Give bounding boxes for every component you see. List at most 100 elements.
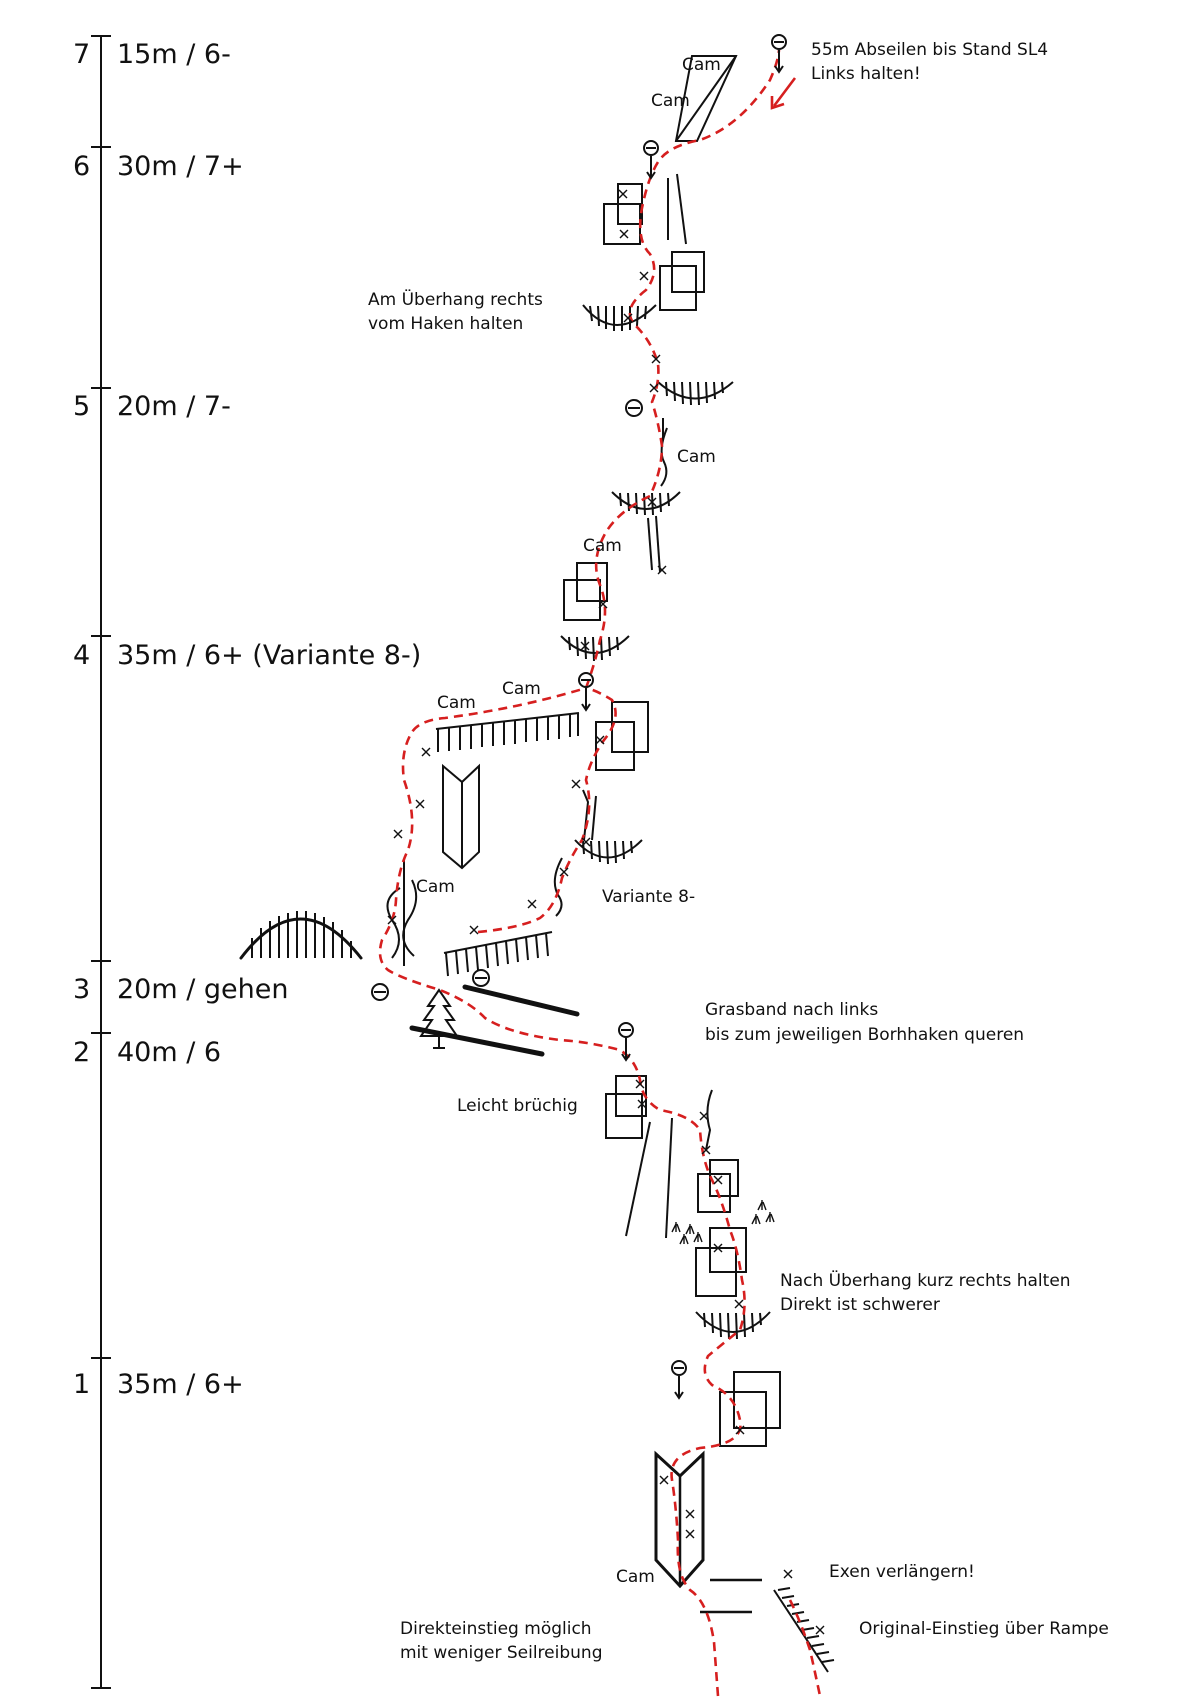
pitch-7-label: 15m / 6-: [117, 39, 231, 70]
bolt-icon: [623, 313, 633, 323]
pitch-7-number: 7: [73, 39, 90, 70]
bolt-icon: [635, 1079, 645, 1089]
pitch-4-label: 35m / 6+ (Variante 8-): [117, 640, 421, 671]
pitch-2-label: 40m / 6: [117, 1037, 221, 1068]
bolt-icon: [815, 1625, 825, 1635]
block-feature: [709, 1159, 739, 1197]
belay-station-icon: [578, 672, 594, 712]
block-feature: [671, 251, 705, 293]
bolt-icon: [571, 779, 581, 789]
overhang-note-line2: vom Haken halten: [368, 314, 523, 334]
belay-station-icon: [671, 1360, 687, 1400]
ramp-feature: [674, 55, 738, 142]
bolt-icon: [639, 271, 649, 281]
cam-label: Cam: [677, 447, 716, 467]
cam-label: Cam: [616, 1567, 655, 1587]
pitch-4-number: 4: [73, 640, 90, 671]
block-feature: [733, 1371, 781, 1429]
route-main: [378, 686, 746, 1697]
grass-icon: [671, 1200, 775, 1245]
cam-label: Cam: [651, 91, 690, 111]
block-feature: [611, 701, 649, 753]
bolt-icon: [685, 1529, 695, 1539]
pitch-5-number: 5: [73, 391, 90, 422]
bolt-icon: [598, 599, 608, 609]
direkteinstieg-note-line1: Direkteinstieg möglich: [400, 1619, 592, 1639]
bolt-icon: [637, 1099, 647, 1109]
cam-label: Cam: [682, 55, 721, 75]
route-variant: [477, 686, 617, 934]
tree-icon: [419, 988, 459, 1049]
abseil-note-line1: 55m Abseilen bis Stand SL4: [811, 40, 1048, 60]
overhang-note-line1: Am Überhang rechts: [368, 288, 543, 310]
bolt-icon: [734, 1299, 744, 1309]
pitch-scale: 7 15m / 6- 6 30m / 7+ 5 20m / 7- 4 35m /…: [73, 35, 421, 1689]
grasband-note-line1: Grasband nach links: [705, 1000, 878, 1020]
cam-label: Cam: [437, 693, 476, 713]
block-feature: [697, 1173, 731, 1213]
bolt-icon: [415, 799, 425, 809]
overhang-icon: [657, 381, 734, 400]
nach-ueberhang-note-line2: Direkt ist schwerer: [780, 1295, 940, 1315]
bolt-icon: [699, 1111, 709, 1121]
exen-note: Exen verlängern!: [829, 1562, 975, 1582]
roof-hatch: [437, 713, 579, 752]
cam-label: Cam: [416, 877, 455, 897]
belay-station-icon: [472, 969, 490, 987]
overhang-icon: [695, 1311, 771, 1333]
crack-icon: [582, 789, 590, 841]
block-feature: [719, 1391, 767, 1447]
bolt-icon: [659, 1475, 669, 1485]
ramp-inner-edge: [675, 55, 737, 142]
belay-station-icon: [625, 399, 643, 417]
pitch-6-number: 6: [73, 151, 90, 182]
bolt-icon: [713, 1243, 723, 1253]
pitch-1-label: 35m / 6+: [117, 1369, 244, 1400]
belay-station-icon: [771, 34, 787, 74]
bolt-icon: [559, 867, 569, 877]
nach-ueberhang-note-line1: Nach Überhang kurz rechts halten: [780, 1269, 1071, 1291]
block-feature: [659, 265, 697, 311]
bolt-icon: [595, 735, 605, 745]
bruechig-note: Leicht brüchig: [457, 1096, 578, 1116]
bolt-icon: [581, 837, 591, 847]
block-feature: [576, 562, 608, 602]
belay-stations: [371, 34, 787, 1400]
bolt-icon: [618, 189, 628, 199]
bolts: [387, 189, 825, 1635]
bolt-icon: [469, 925, 479, 935]
crack-icon: [676, 173, 687, 245]
abseil-note-line2: Links halten!: [811, 64, 921, 84]
bolt-icon: [651, 354, 661, 364]
abseil-arrow-icon: [770, 96, 785, 110]
cam-labels: Cam Cam Cam Cam Cam Cam Cam Cam: [416, 55, 721, 1587]
cam-label: Cam: [583, 536, 622, 556]
variante-note: Variante 8-: [602, 887, 695, 907]
bolt-icon: [783, 1569, 793, 1579]
belay-station-icon: [371, 983, 389, 1001]
pitch-2-number: 2: [73, 1037, 90, 1068]
bolt-icon: [619, 229, 629, 239]
overhang-icon: [582, 304, 657, 326]
direkteinstieg-note-line2: mit weniger Seilreibung: [400, 1643, 602, 1663]
route-lines: [378, 49, 822, 1697]
bolt-icon: [393, 829, 403, 839]
block-feature: [595, 721, 635, 771]
block-feature: [563, 579, 601, 621]
pitch-3-label: 20m / gehen: [117, 974, 289, 1005]
route-abseil: [772, 77, 797, 107]
belay-station-icon: [618, 1022, 634, 1062]
overhang-icon: [611, 491, 681, 510]
bolt-icon: [527, 899, 537, 909]
bolt-icon: [735, 1425, 745, 1435]
pitch-6-label: 30m / 7+: [117, 151, 244, 182]
cam-label: Cam: [502, 679, 541, 699]
annotations: 55m Abseilen bis Stand SL4 Links halten!…: [368, 40, 1109, 1663]
block-feature: [605, 1093, 643, 1139]
original-einstieg-note: Original-Einstieg über Rampe: [859, 1619, 1109, 1639]
bolt-icon: [701, 1145, 711, 1155]
bolt-icon: [421, 747, 431, 757]
bolt-icon: [387, 915, 397, 925]
route-upper: [584, 49, 781, 689]
